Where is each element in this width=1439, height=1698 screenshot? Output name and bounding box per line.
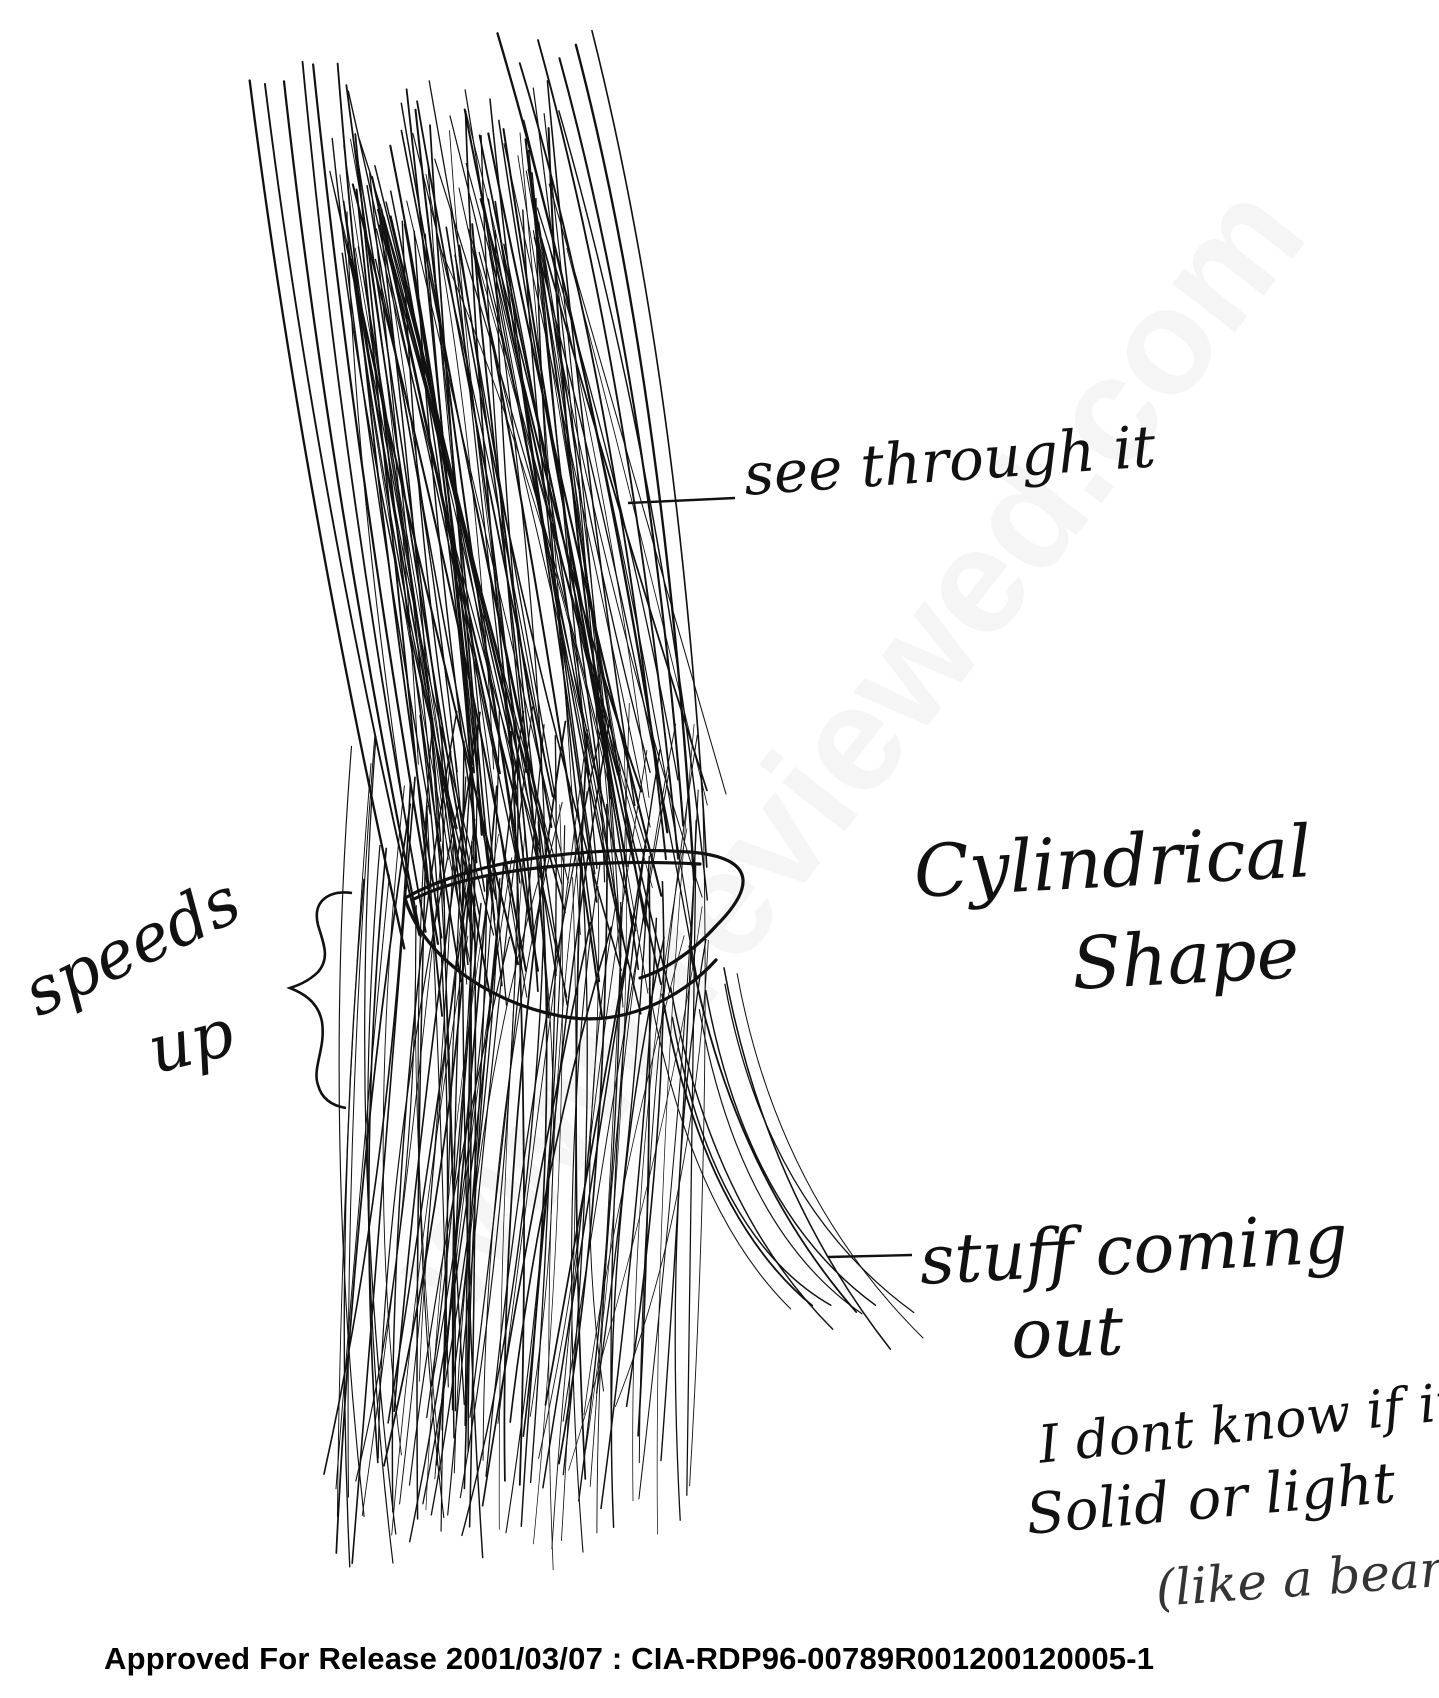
stroke-line	[348, 736, 375, 1498]
up-label: up	[142, 999, 240, 1084]
release-stamp: Approved For Release 2001/03/07 : CIA-RD…	[104, 1641, 1154, 1677]
stroke-line	[538, 40, 678, 859]
stroke-line	[737, 974, 923, 1338]
stroke-line	[303, 62, 426, 932]
stroke-line	[543, 829, 648, 1488]
shape-label: Shape	[1070, 916, 1301, 1000]
see-through-leader	[628, 498, 735, 503]
stroke-line	[369, 848, 386, 1462]
stroke-line	[615, 941, 708, 1407]
stuff-leader	[828, 1255, 912, 1257]
cylinder-strokes	[250, 31, 923, 1570]
out-label: out	[1010, 1298, 1124, 1370]
stroke-line	[547, 81, 634, 806]
cylindrical-label: Cylindrical	[912, 815, 1313, 908]
speeds-brace	[290, 892, 352, 1108]
stroke-line	[724, 968, 890, 1349]
